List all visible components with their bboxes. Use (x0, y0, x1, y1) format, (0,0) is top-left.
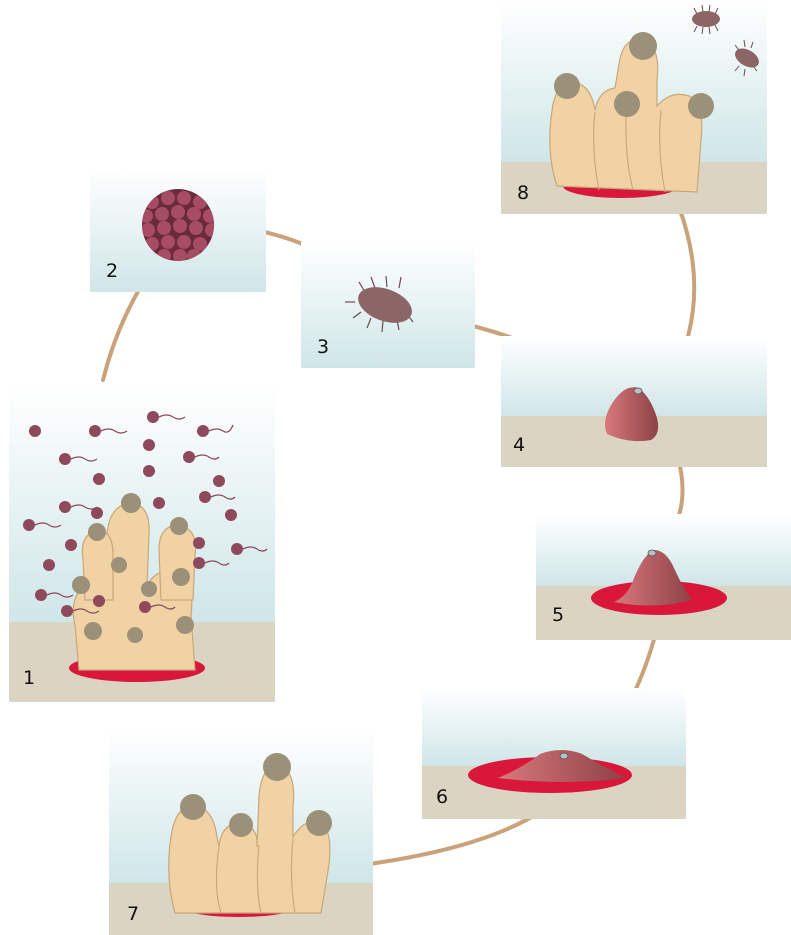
settled-polyp-illustration (501, 336, 767, 467)
stage-8-panel: 8 (501, 0, 767, 214)
stage-3-panel: 3 (301, 242, 475, 368)
stage-7-panel: 7 (109, 727, 373, 935)
stage-6-panel: 6 (422, 688, 686, 819)
stage-7-number: 7 (127, 905, 139, 924)
young-colony-illustration (109, 727, 373, 935)
stage-1-number: 1 (23, 669, 35, 688)
stage-6-number: 6 (436, 788, 448, 807)
stage-3-number: 3 (317, 338, 329, 357)
stage-5-panel: 5 (536, 514, 791, 640)
polyp-mouth (648, 550, 656, 556)
stage-2-number: 2 (106, 262, 118, 281)
spawning-colony-illustration (9, 385, 275, 702)
stage-8-number: 8 (517, 184, 529, 203)
arrow-6-to-7 (354, 812, 540, 866)
polyp-skeleton-illustration (536, 514, 791, 640)
stage-5-number: 5 (552, 606, 564, 625)
polyp-mouth (560, 753, 568, 759)
stage-4-number: 4 (513, 436, 525, 455)
mature-colony-illustration (501, 0, 767, 214)
stage-2-panel: 2 (90, 168, 266, 292)
spreading-polyp-illustration (422, 688, 686, 819)
polyp-mouth (634, 388, 642, 394)
stage-1-panel: 1 (9, 385, 275, 702)
stage-4-panel: 4 (501, 336, 767, 467)
